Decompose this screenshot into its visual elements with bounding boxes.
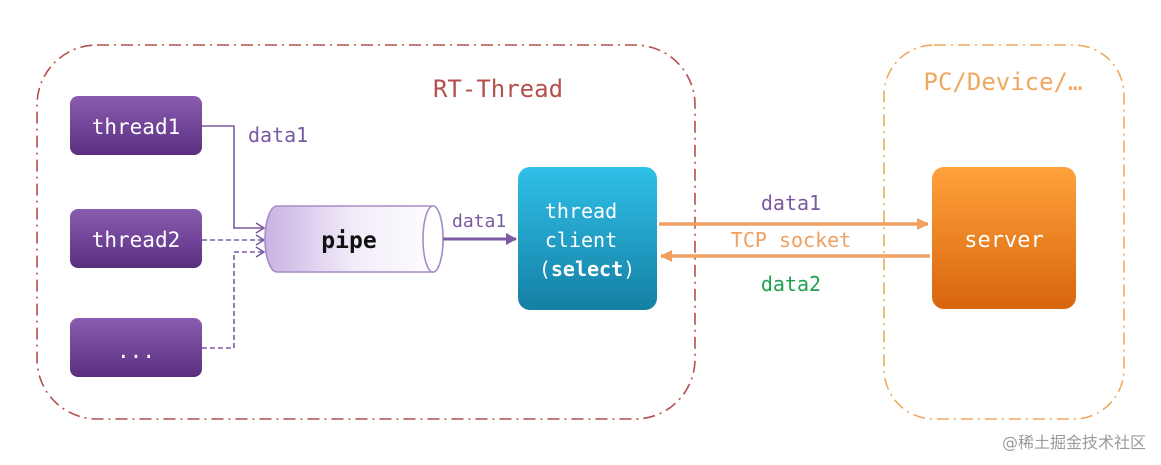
tcp-socket-label: TCP socket <box>731 228 851 252</box>
edge-client-to-server-label: data1 <box>761 191 821 215</box>
thread-more-label: ... <box>117 339 155 363</box>
thread-client-line3: (select) <box>539 257 635 281</box>
watermark: @稀土掘金技术社区 <box>1002 433 1146 452</box>
server-box <box>932 167 1076 309</box>
rtthread-region-label: RT-Thread <box>433 75 563 103</box>
edge-thread1-to-pipe <box>202 125 266 234</box>
thread-client-box <box>518 167 657 310</box>
rtthread-region <box>36 44 696 420</box>
pipe-label: pipe <box>321 228 376 254</box>
thread1-box <box>70 96 202 155</box>
thread-more-box <box>70 318 202 377</box>
thread-client-paren-open: ( <box>539 257 551 281</box>
thread2-box <box>70 209 202 268</box>
thread-client-line2: client <box>545 228 617 252</box>
thread-client-select: select <box>551 257 623 281</box>
edge-thread1-to-pipe-label: data1 <box>248 123 308 147</box>
pipe-end-cap <box>422 205 444 273</box>
edge-thread-more-to-pipe <box>202 246 266 349</box>
edge-pipe-to-client-label: data1 <box>452 211 506 232</box>
thread2-label: thread2 <box>92 228 181 252</box>
server-label: server <box>964 228 1043 253</box>
pc-device-region-label: PC/Device/… <box>924 68 1083 96</box>
thread-client-paren-close: ) <box>623 257 635 281</box>
edge-server-to-client-label: data2 <box>761 272 821 296</box>
thread-client-line1: thread <box>545 199 617 223</box>
thread1-label: thread1 <box>92 115 181 139</box>
